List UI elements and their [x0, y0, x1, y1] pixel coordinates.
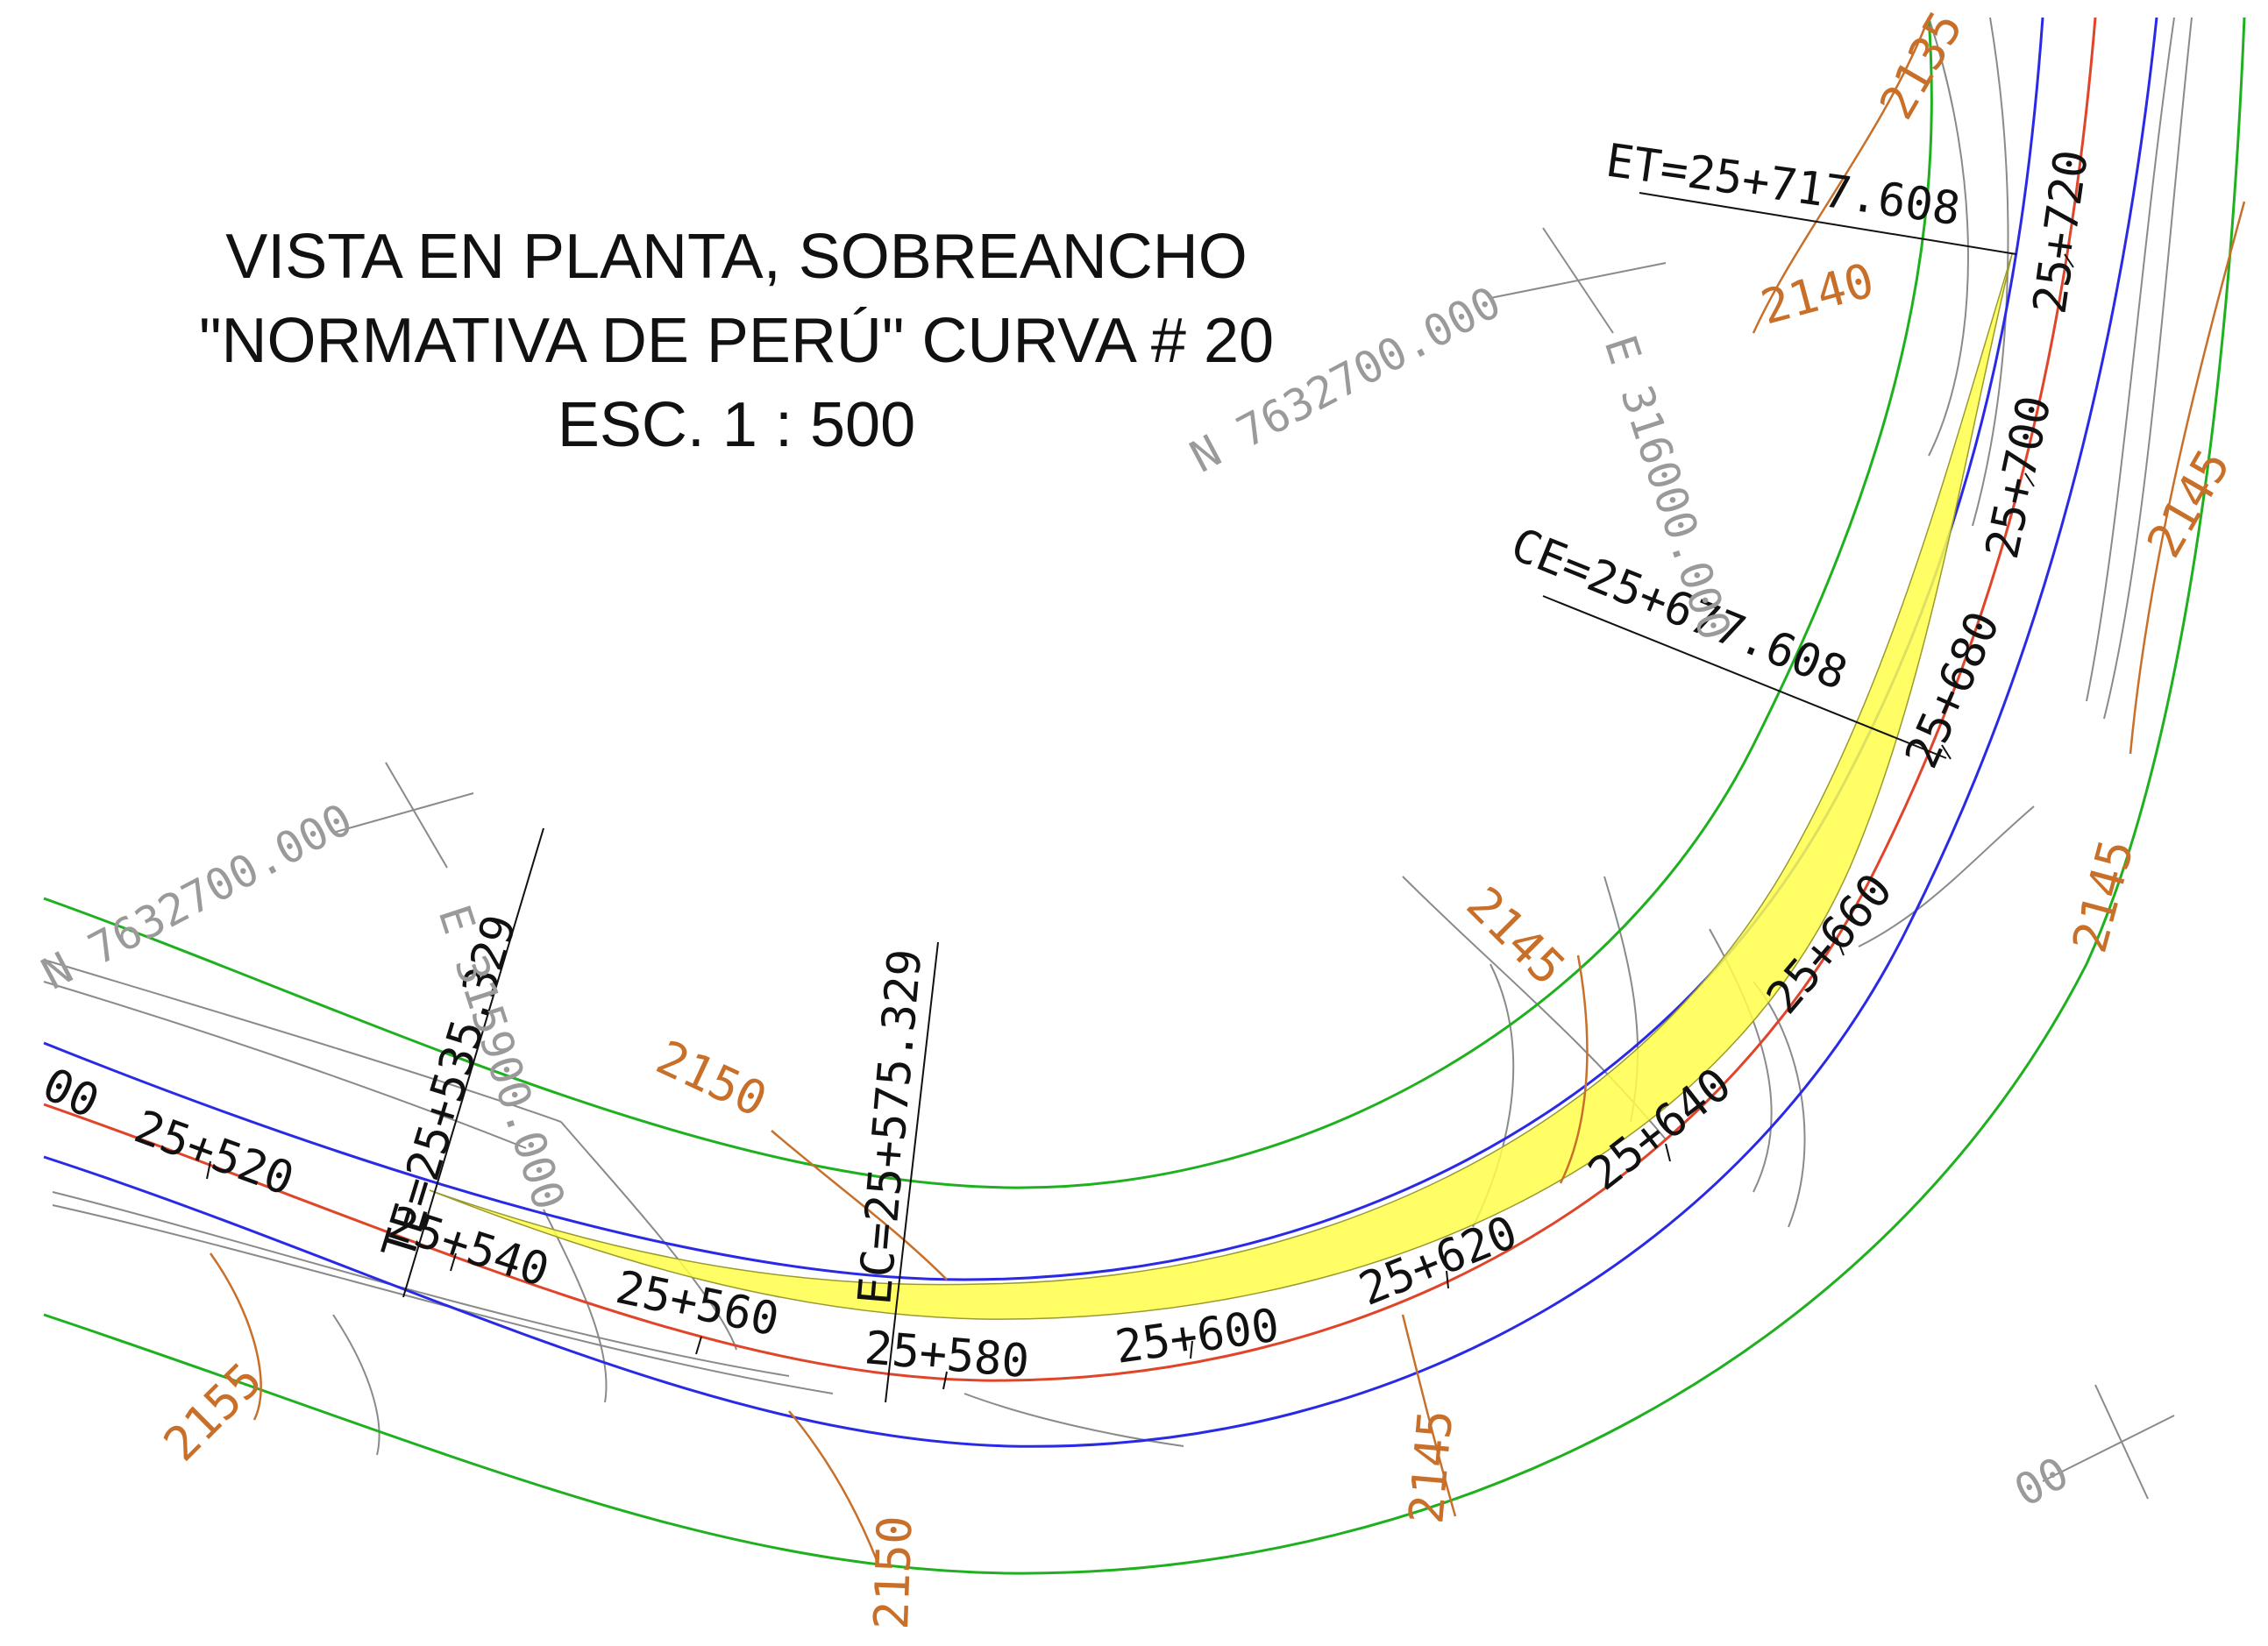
et-label: ET=25+717.608 — [1603, 134, 1963, 236]
contour-label: 2145 — [2136, 440, 2242, 566]
station-label: 25+520 — [128, 1101, 301, 1207]
edge-lines — [43, 17, 2158, 1448]
station-label: 25+700 — [1976, 391, 2062, 563]
terrain-lines — [43, 17, 2193, 1456]
right-of-way-lines — [43, 17, 2246, 1575]
contour-label: 2145 — [1456, 876, 1576, 997]
station-label: 00 — [35, 1058, 107, 1129]
station-label: 25+720 — [2023, 146, 2099, 316]
title-line-1: VISTA EN PLANTA, SOBREANCHO — [225, 222, 1248, 292]
contour-lines — [209, 17, 2246, 1561]
curve-point-leaders — [402, 192, 2017, 1403]
contour-label: 2155 — [153, 1352, 274, 1472]
title-block: VISTA EN PLANTA, SOBREANCHO "NORMATIVA D… — [123, 215, 1350, 467]
title-line-2: "NORMATIVA DE PERÚ" CURVA # 20 — [198, 306, 1275, 376]
contour-label: 2140 — [1755, 252, 1880, 336]
road-axis — [43, 17, 2097, 1382]
contour-label: 2150 — [864, 1515, 923, 1630]
widening-area — [429, 253, 2013, 1320]
station-ticks — [206, 253, 2074, 1390]
grid-crosses — [332, 227, 2175, 1500]
title-line-3: ESC. 1 : 500 — [557, 390, 916, 460]
grid-label: 00 — [2006, 1447, 2076, 1516]
contour-label: 2145 — [1398, 1408, 1463, 1526]
contour-label: 2135 — [1869, 2, 1974, 128]
contour-label: 2150 — [649, 1030, 775, 1128]
contour-label: 2145 — [2062, 834, 2145, 958]
grid-label: N 7632700.000 — [33, 794, 360, 1000]
